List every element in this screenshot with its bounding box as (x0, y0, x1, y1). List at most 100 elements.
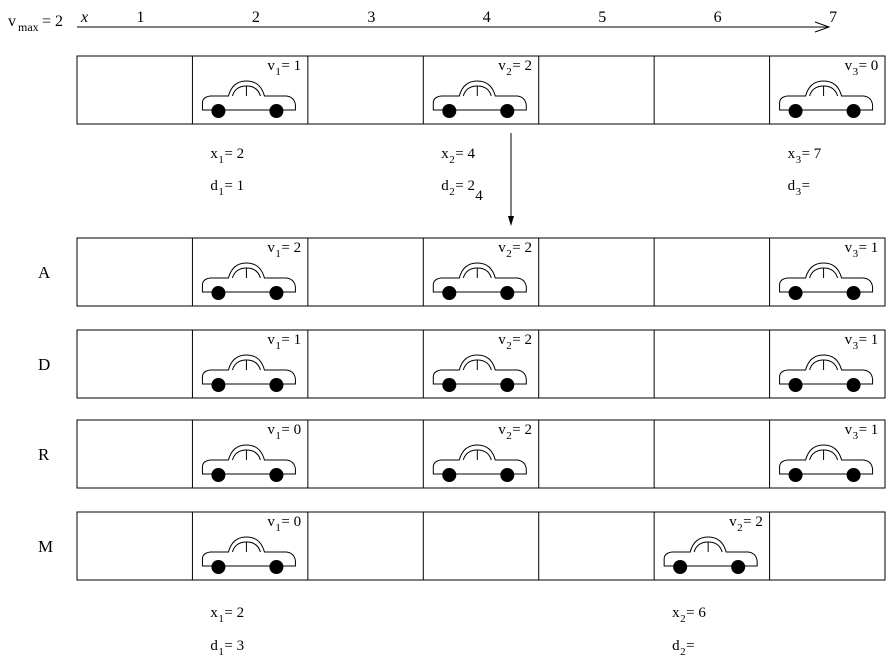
velocity-value: = 1 (281, 332, 301, 348)
position-tick-labels: 1 2 3 4 5 6 7 (136, 9, 837, 26)
car-icon (664, 537, 757, 574)
car-icon (202, 81, 295, 118)
position-subscript: 2 (680, 613, 686, 625)
car-icon (780, 81, 873, 118)
car-annotation: x1= 2d1= 3 (210, 605, 244, 658)
car-icon (202, 445, 295, 482)
car-icon (780, 445, 873, 482)
velocity-symbol: v (845, 332, 853, 348)
velocity-value: = 0 (859, 58, 879, 74)
position-label: 5 (598, 9, 606, 26)
velocity-subscript: 2 (506, 340, 512, 352)
gap-symbol: d (441, 178, 449, 194)
velocity-symbol: v (498, 422, 506, 438)
velocity-value: = 0 (281, 422, 301, 438)
velocity-subscript: 2 (506, 430, 512, 442)
lattice-row: Rv1= 0v2= 2v3= 1 (38, 420, 885, 488)
position-value: = 7 (802, 146, 822, 162)
velocity-value: = 1 (859, 422, 879, 438)
velocity-symbol: v (267, 240, 275, 256)
vmax-value: = 2 (42, 13, 63, 30)
gap-value: = 1 (224, 178, 244, 194)
rule-label: D (38, 355, 50, 374)
position-value: = 2 (224, 146, 244, 162)
velocity-value: = 2 (743, 514, 763, 530)
lattice-row-border (77, 420, 885, 488)
car-icon (433, 81, 526, 118)
position-symbol: x (441, 146, 449, 162)
gap-subscript: 2 (680, 646, 686, 658)
vmax-subscript: max (18, 20, 39, 34)
velocity-value: = 2 (512, 58, 532, 74)
gap-correction: 4 (475, 188, 483, 204)
position-subscript: 1 (218, 154, 224, 166)
gap-value: = 2 (455, 178, 475, 194)
velocity-subscript: 1 (275, 248, 281, 260)
car-icon (202, 263, 295, 300)
position-symbol: x (210, 605, 218, 621)
gap-symbol: d (210, 178, 218, 194)
lattice-row-border (77, 238, 885, 306)
rule-label: R (38, 445, 50, 464)
velocity-symbol: v (267, 332, 275, 348)
velocity-subscript: 2 (506, 248, 512, 260)
velocity-value: = 1 (859, 332, 879, 348)
car-annotation: x2= 6d2= (672, 605, 706, 658)
velocity-subscript: 1 (275, 522, 281, 534)
gap-value: = 3 (224, 638, 244, 654)
velocity-symbol: v (498, 240, 506, 256)
velocity-symbol: v (729, 514, 737, 530)
velocity-subscript: 1 (275, 66, 281, 78)
gap-symbol: d (788, 178, 796, 194)
position-label: 7 (829, 9, 837, 26)
vmax-label: v max = 2 (8, 13, 63, 34)
velocity-value: = 2 (512, 332, 532, 348)
position-subscript: 2 (449, 154, 455, 166)
position-value: = 2 (224, 605, 244, 621)
velocity-symbol: v (498, 332, 506, 348)
car-icon (780, 355, 873, 392)
car-icon (433, 445, 526, 482)
velocity-symbol: v (845, 240, 853, 256)
velocity-value: = 1 (281, 58, 301, 74)
gap-symbol: d (672, 638, 680, 654)
velocity-subscript: 2 (506, 66, 512, 78)
car-icon (202, 355, 295, 392)
gap-value: = (686, 638, 694, 654)
rule-label: M (38, 537, 53, 556)
gap-subscript: 1 (218, 186, 224, 198)
velocity-symbol: v (267, 514, 275, 530)
rule-label: A (38, 263, 51, 282)
position-label: 2 (252, 9, 260, 26)
lattice-row-border (77, 512, 885, 580)
velocity-symbol: v (845, 58, 853, 74)
velocity-subscript: 1 (275, 340, 281, 352)
velocity-value: = 2 (512, 240, 532, 256)
velocity-symbol: v (498, 58, 506, 74)
velocity-subscript: 2 (737, 522, 743, 534)
velocity-symbol: v (845, 422, 853, 438)
position-label: 3 (367, 9, 375, 26)
gap-symbol: d (210, 638, 218, 654)
position-label: 4 (483, 9, 491, 26)
car-icon (433, 263, 526, 300)
velocity-value: = 0 (281, 514, 301, 530)
lattice-row-border (77, 330, 885, 398)
velocity-value: = 1 (859, 240, 879, 256)
lattice-row-border (77, 56, 885, 124)
position-label: 1 (136, 9, 144, 26)
position-label: 6 (714, 9, 722, 26)
position-subscript: 1 (218, 613, 224, 625)
car-icon (780, 263, 873, 300)
gap-subscript: 2 (449, 186, 455, 198)
velocity-subscript: 1 (275, 430, 281, 442)
